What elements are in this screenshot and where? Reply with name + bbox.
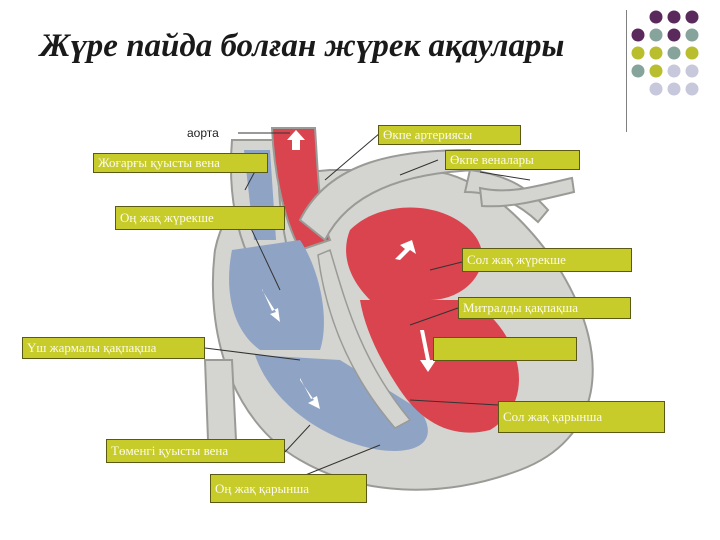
label-right-atrium: Оң жақ жүрекше <box>115 206 285 230</box>
label-pulmonary-veins: Өкпе веналары <box>445 150 580 170</box>
label-mitral-valve: Митралды қақпақша <box>458 297 631 319</box>
label-left-atrium: Сол жақ жүрекше <box>462 248 632 272</box>
label-pulmonary-artery: Өкпе артериясы <box>378 125 521 145</box>
label-inferior-vena-cava: Төменгі қуысты вена <box>106 439 285 463</box>
label-aorta: аорта <box>185 126 221 140</box>
label-right-ventricle: Оң жақ қарынша <box>210 474 367 503</box>
label-blank <box>433 337 577 361</box>
label-left-ventricle: Сол жақ қарынша <box>498 401 665 433</box>
inferior-vena-cava <box>205 360 236 440</box>
label-tricuspid-valve: Үш жармалы қақпақша <box>22 337 205 359</box>
label-superior-vena-cava: Жоғарғы қуысты вена <box>93 153 268 173</box>
